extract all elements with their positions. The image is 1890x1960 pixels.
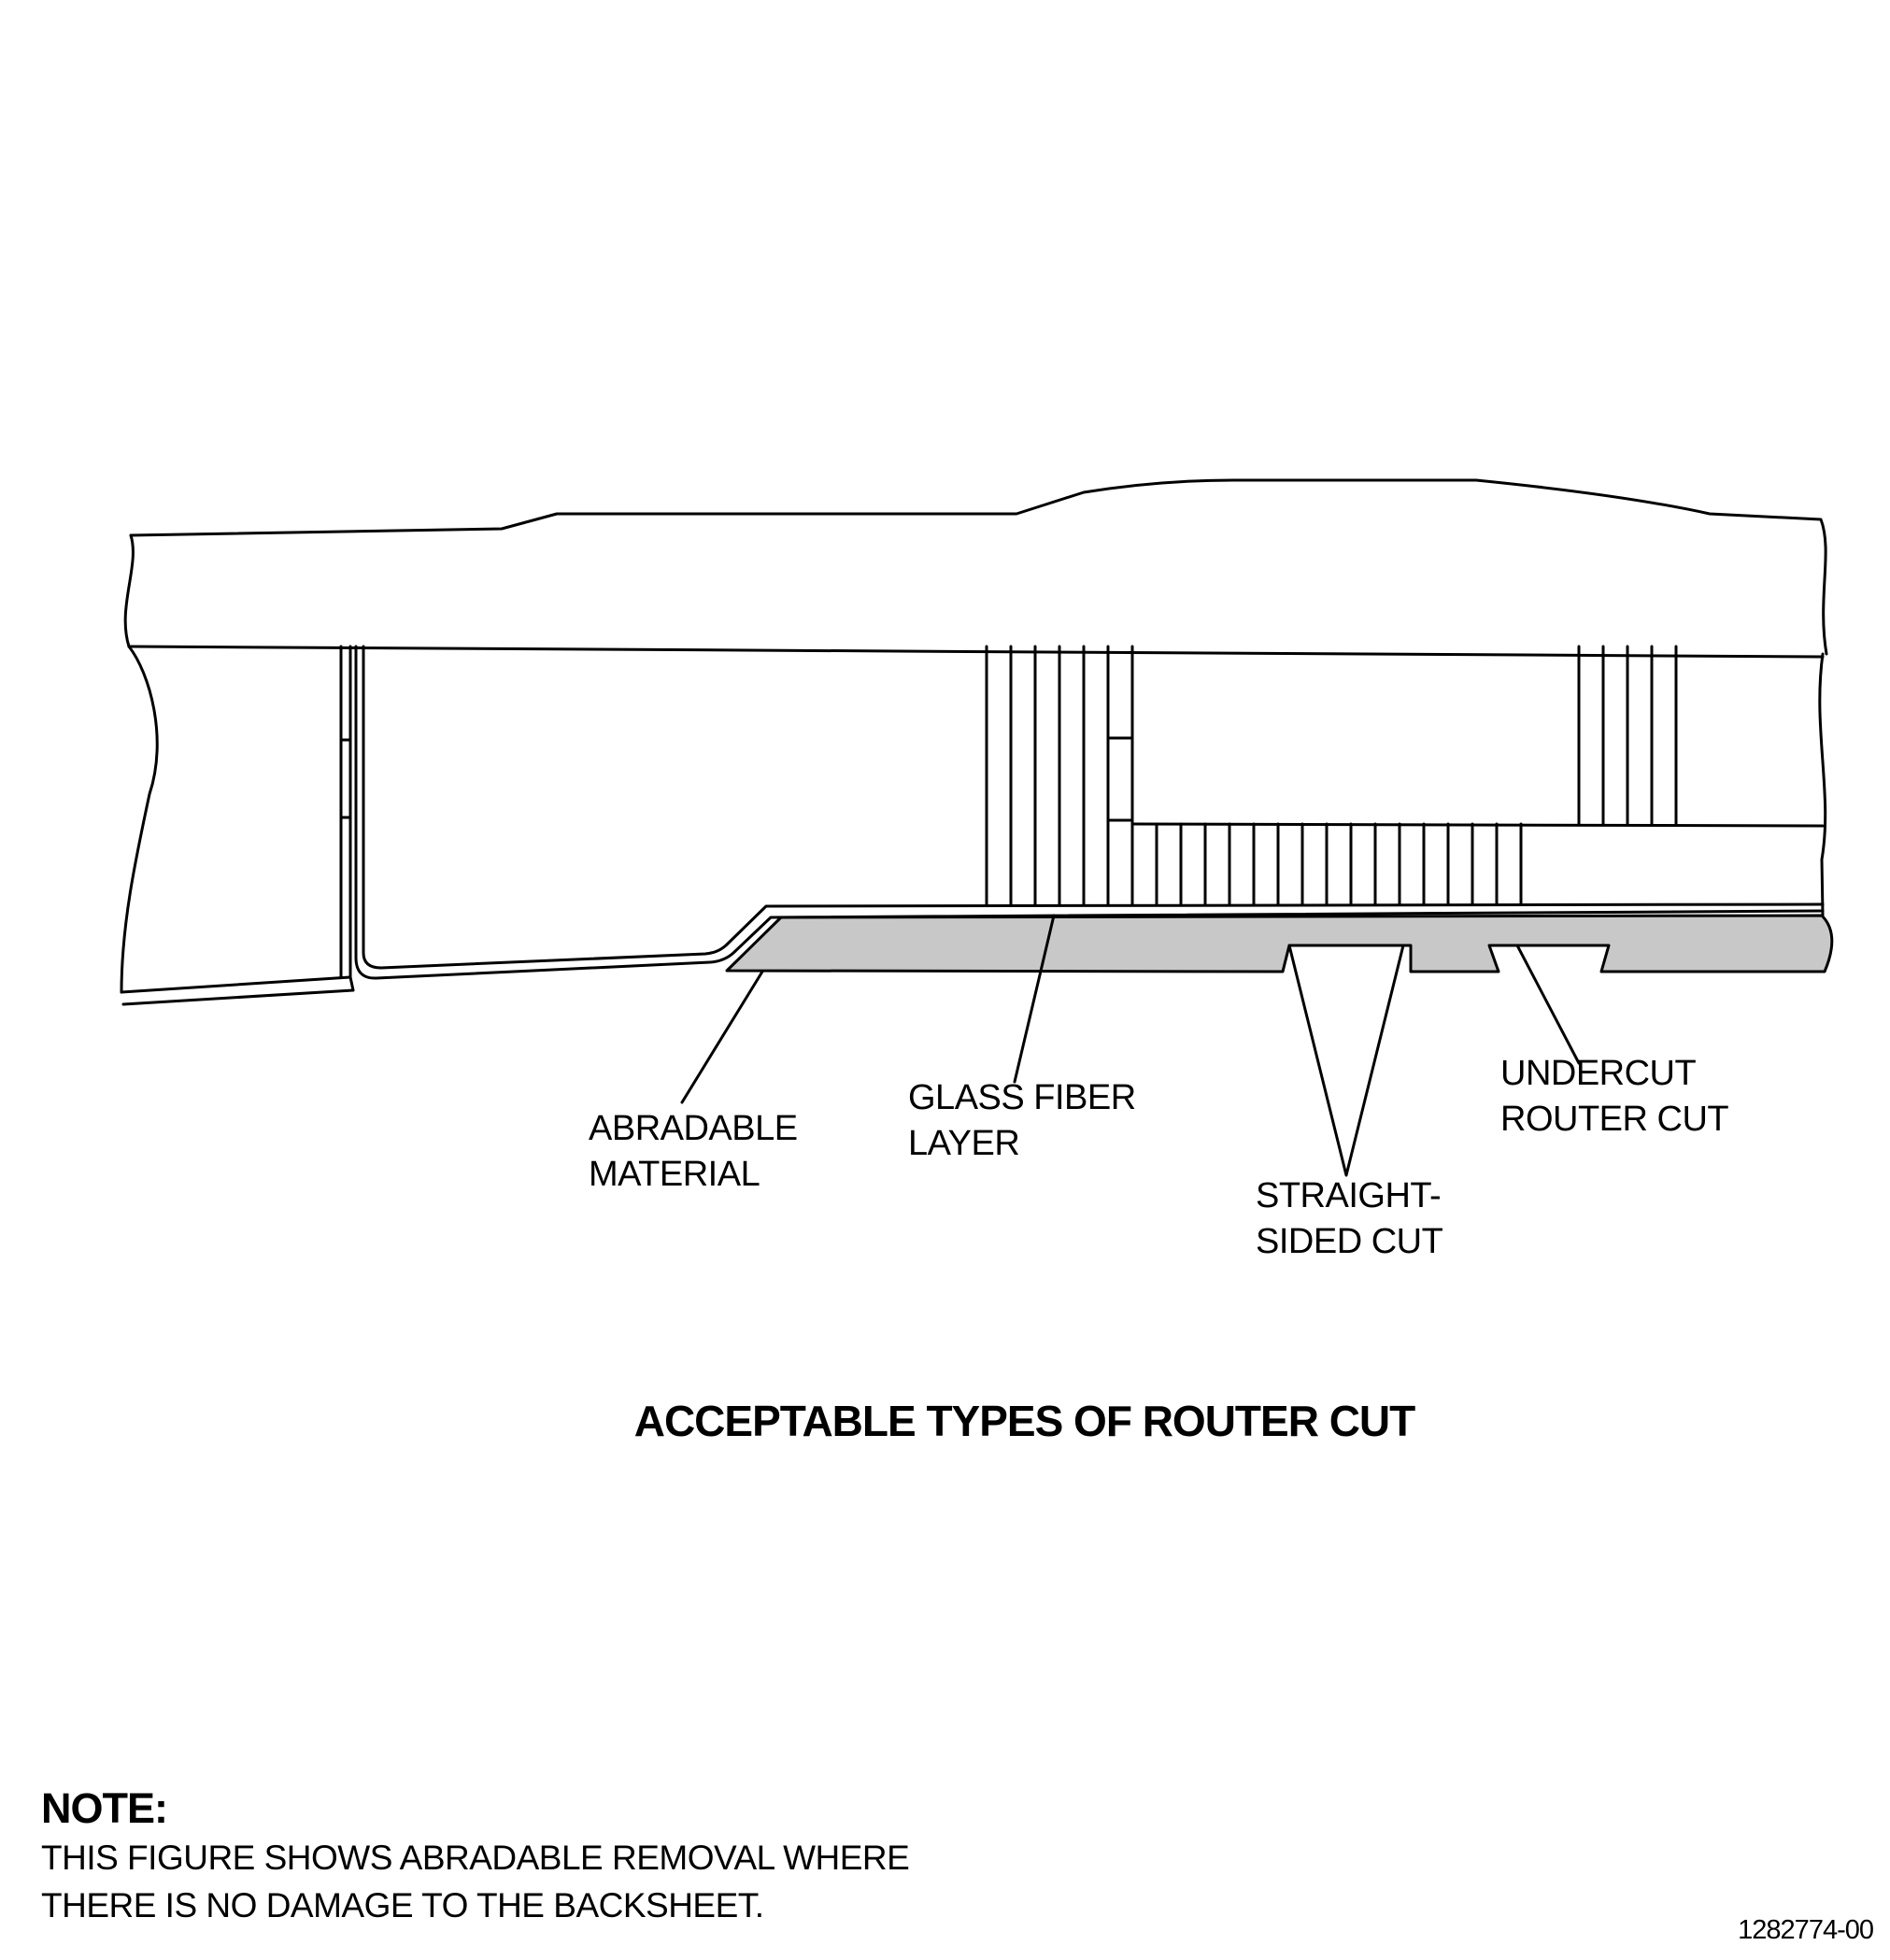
glass-fiber-layer-label: GLASS FIBER LAYER [908, 1075, 1136, 1167]
undercut-label-line2: ROUTER CUT [1500, 1100, 1729, 1139]
glass-fiber-block-right [1577, 645, 1678, 826]
note-heading: NOTE: [41, 1784, 168, 1832]
abradable-leader [680, 970, 764, 1104]
left-break-line [120, 645, 159, 994]
straight-cut-leader [1287, 944, 1405, 1177]
figure-title: ACCEPTABLE TYPES OF ROUTER CUT [633, 1397, 1416, 1445]
straight-label-line1: STRAIGHT- [1256, 1176, 1442, 1215]
note-line-1: THIS FIGURE SHOWS ABRADABLE REMOVAL WHER… [41, 1839, 910, 1877]
glass-label-line2: LAYER [908, 1124, 1020, 1163]
abradable-material [725, 914, 1834, 973]
upper-panel [123, 478, 1828, 659]
undercut-router-cut-label: UNDERCUT ROUTER CUT [1500, 1051, 1729, 1143]
straight-label-line2: SIDED CUT [1256, 1222, 1443, 1261]
glass-fiber-strip [1130, 822, 1825, 906]
abradable-label-line2: MATERIAL [589, 1155, 760, 1194]
note-text: THIS FIGURE SHOWS ABRADABLE REMOVAL WHER… [41, 1834, 910, 1929]
glass-fiber-leader [1013, 914, 1056, 1084]
note-line-2: THERE IS NO DAMAGE TO THE BACKSHEET. [41, 1886, 764, 1924]
backsheet [354, 645, 1825, 980]
left-bottom-sheet [120, 645, 355, 1006]
glass-label-line1: GLASS FIBER [908, 1078, 1136, 1117]
abradable-label-line1: ABRADABLE [589, 1109, 798, 1148]
right-break-line [1818, 652, 1827, 917]
straight-sided-cut-label: STRAIGHT- SIDED CUT [1256, 1173, 1443, 1265]
figure-number: 1282774-00 [1738, 1915, 1874, 1945]
undercut-label-line1: UNDERCUT [1500, 1054, 1697, 1093]
abradable-material-label: ABRADABLE MATERIAL [589, 1106, 798, 1198]
undercut-leader [1515, 944, 1581, 1065]
glass-fiber-block-left [985, 645, 1134, 906]
